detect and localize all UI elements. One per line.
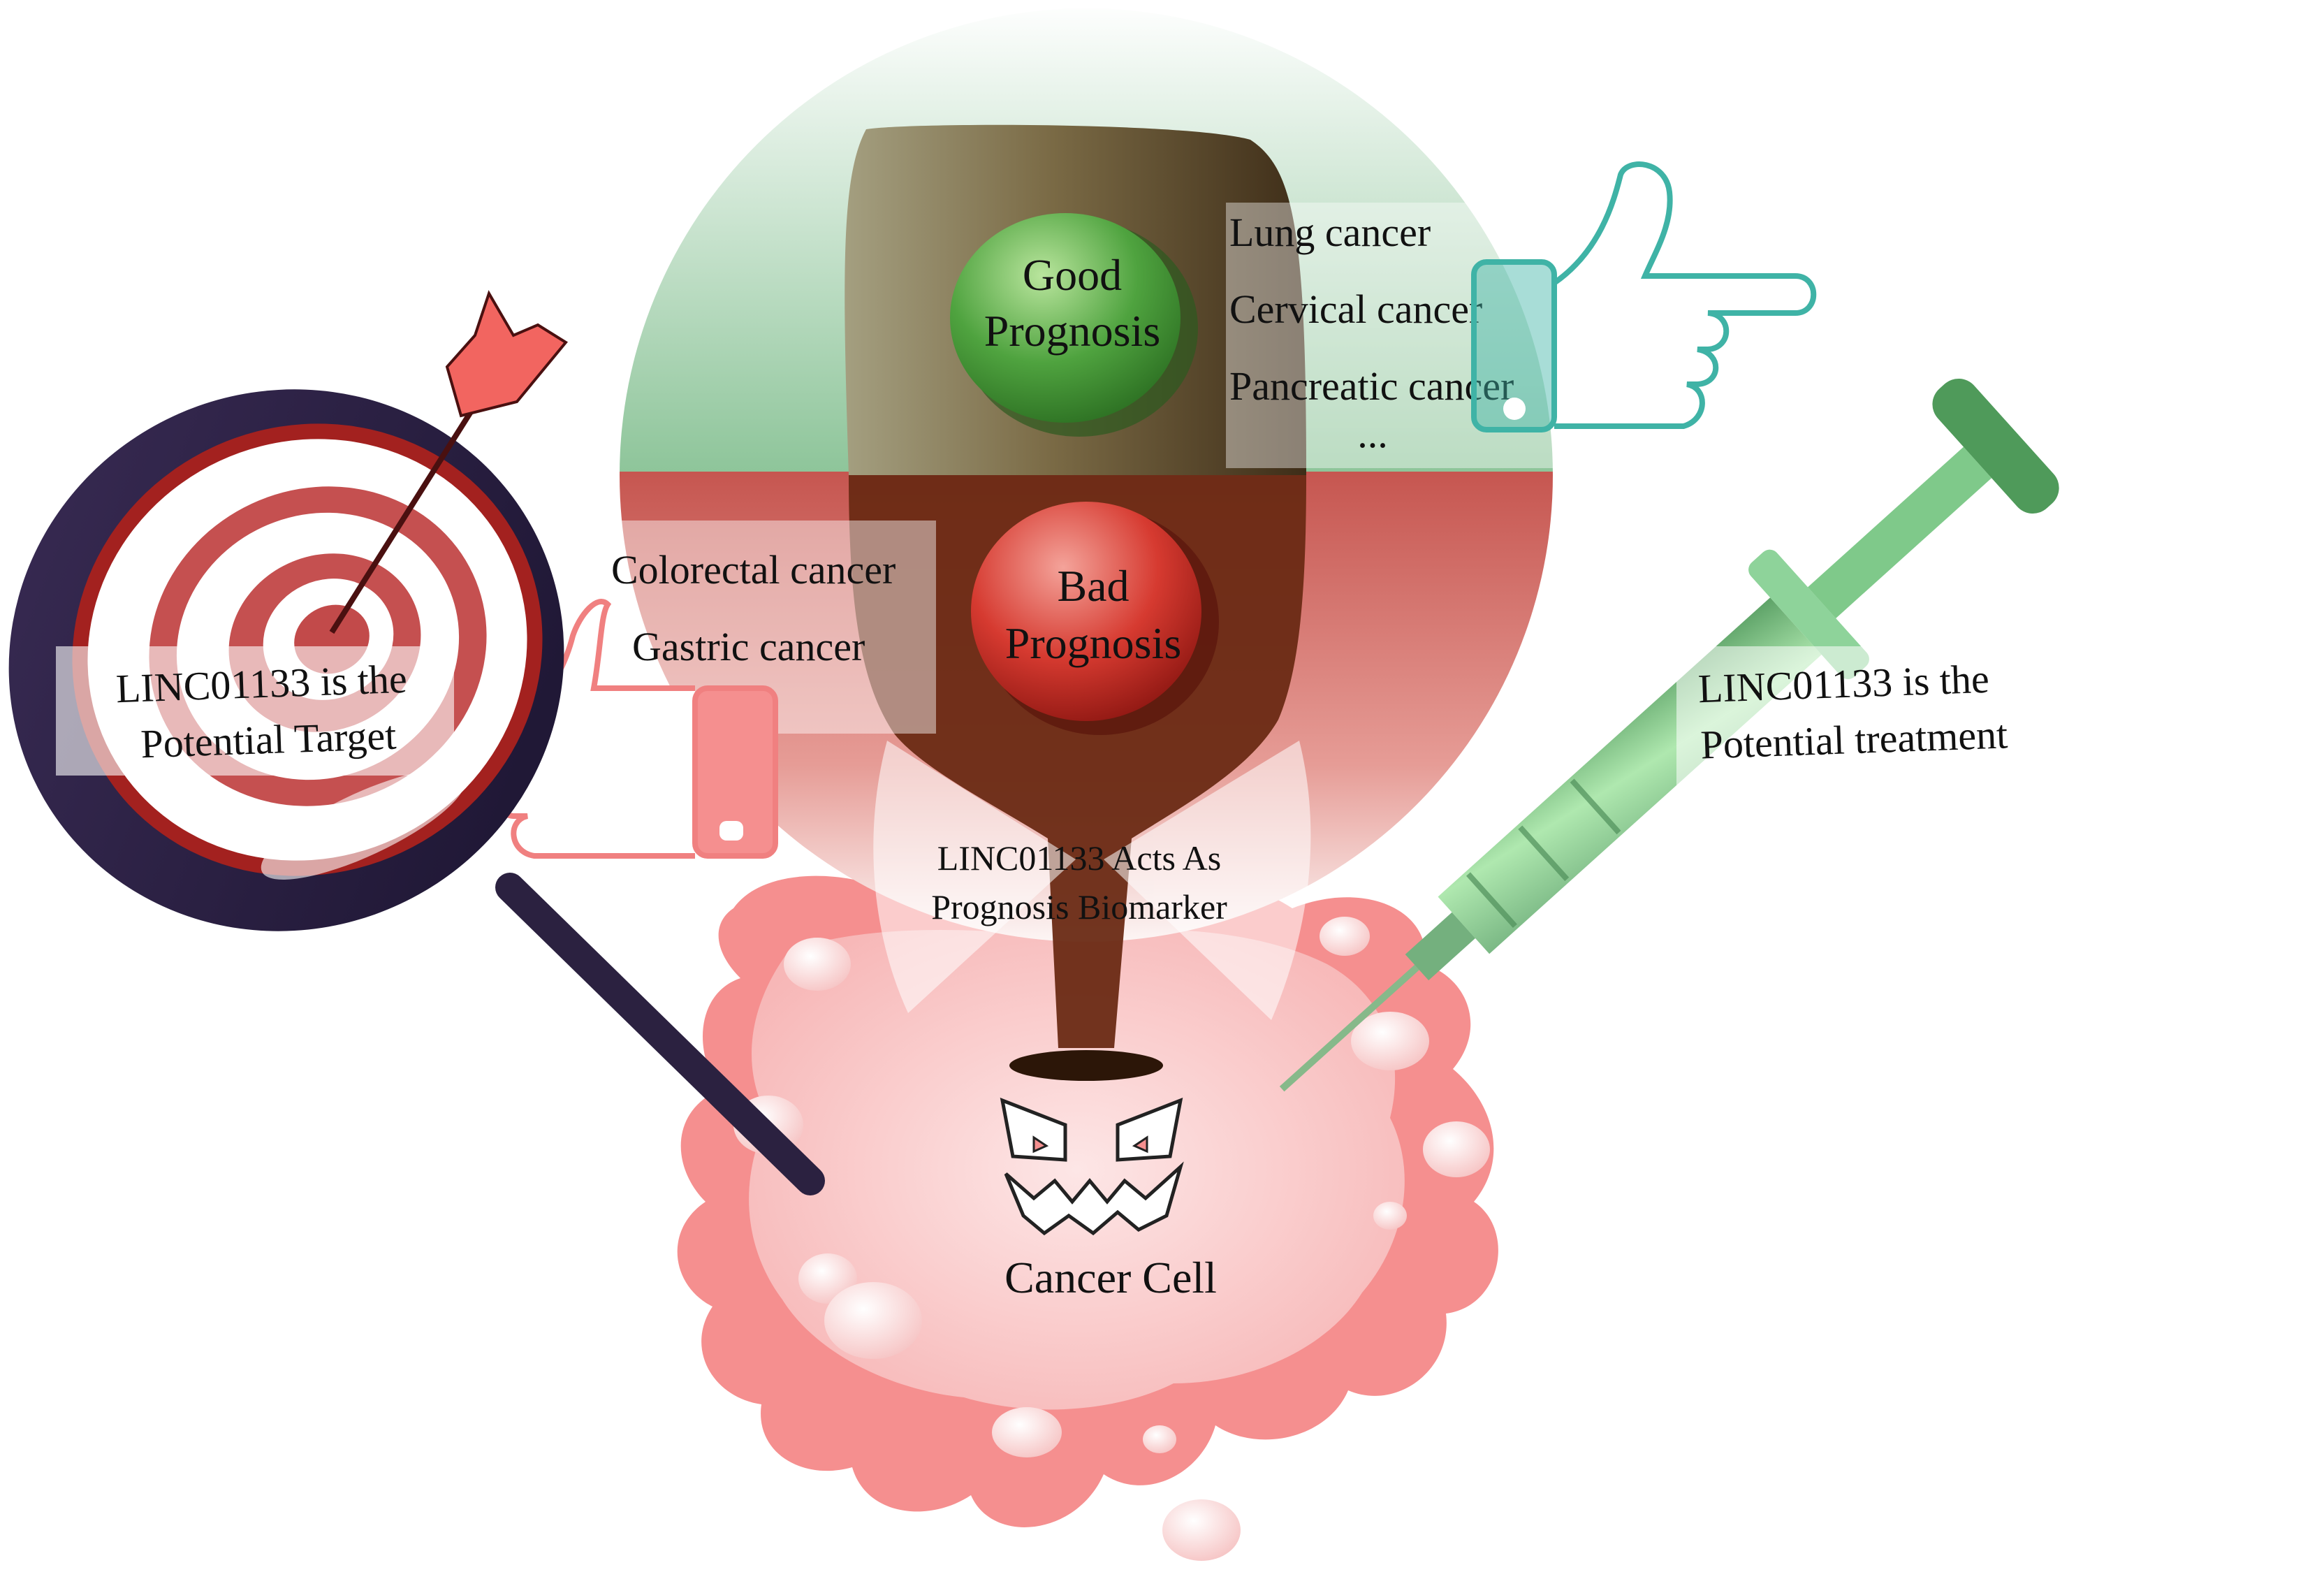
- good-cancer-item: Cervical cancer: [1229, 286, 1482, 332]
- arrow-flag-icon: [329, 290, 568, 634]
- angry-face-icon: [1000, 1098, 1184, 1236]
- target-label-line-1: LINC01133 is the: [115, 656, 408, 712]
- good-cancer-item: ...: [1357, 411, 1388, 456]
- good-prognosis-ball: Good Prognosis: [950, 213, 1198, 437]
- treatment-label: LINC01133 is the Potential treatment: [1676, 646, 2047, 786]
- vesicle: [1162, 1499, 1241, 1561]
- cancer-cell-label: Cancer Cell: [1004, 1253, 1217, 1302]
- good-cancer-item: Lung cancer: [1229, 210, 1431, 255]
- good-cancer-item: Pancreatic cancer: [1229, 363, 1514, 409]
- good-prognosis-label-1: Good: [1023, 250, 1122, 300]
- vesicle: [1351, 1012, 1429, 1070]
- bad-cancer-item: Gastric cancer: [632, 624, 865, 669]
- target-label: LINC01133 is the Potential Target: [56, 646, 454, 776]
- bad-prognosis-label-1: Bad: [1057, 561, 1129, 611]
- vesicle: [784, 938, 851, 991]
- vesicle: [1423, 1121, 1490, 1177]
- bow-ribbon: [873, 741, 1311, 1020]
- vesicle: [1373, 1202, 1407, 1230]
- vesicle: [992, 1407, 1062, 1457]
- treatment-label-line-2: Potential treatment: [1700, 711, 2008, 767]
- good-prognosis-label-2: Prognosis: [984, 306, 1161, 356]
- pointing-hand-icon: [1471, 161, 1817, 432]
- biomarker-label-line-1: LINC01133 Acts As: [937, 838, 1222, 878]
- biomarker-label: LINC01133 Acts As Prognosis Biomarker: [931, 838, 1227, 926]
- good-prognosis-list: Lung cancer Cervical cancer Pancreatic c…: [1226, 203, 1554, 468]
- treatment-label-line-1: LINC01133 is the: [1697, 656, 1990, 712]
- bad-cancer-item: Colorectal cancer: [611, 547, 896, 592]
- vesicle: [1143, 1425, 1176, 1453]
- pointing-hand-icon: [423, 599, 778, 859]
- vesicle: [824, 1282, 922, 1359]
- bad-prognosis-ball: Bad Prognosis: [971, 502, 1219, 735]
- vesicle: [1320, 917, 1370, 956]
- bad-prognosis-label-2: Prognosis: [1005, 618, 1182, 668]
- target-label-line-2: Potential Target: [140, 713, 397, 767]
- biomarker-label-line-2: Prognosis Biomarker: [931, 887, 1227, 926]
